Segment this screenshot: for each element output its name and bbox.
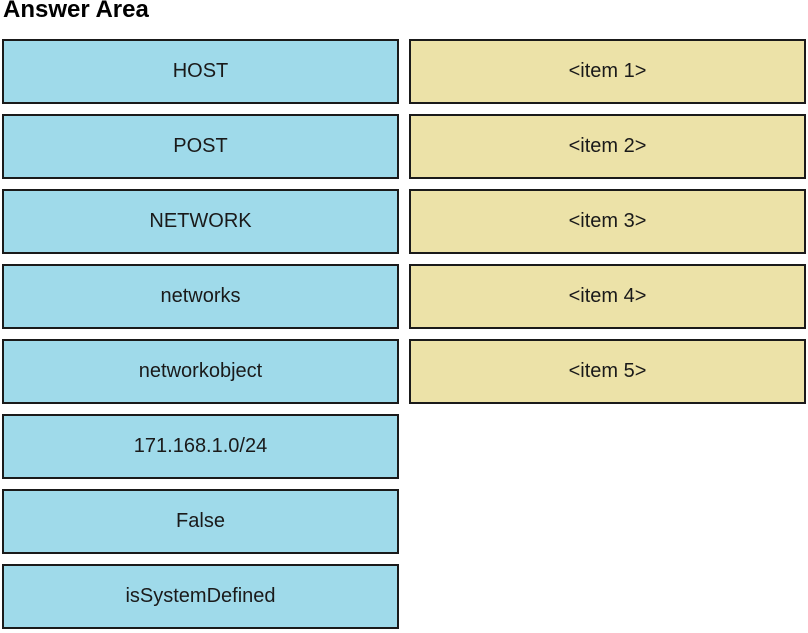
drag-option-host[interactable]: HOST — [2, 39, 399, 104]
drag-option-issystemdefined[interactable]: isSystemDefined — [2, 564, 399, 629]
drag-option-label: False — [176, 510, 225, 532]
drag-option-label: networkobject — [138, 360, 263, 382]
drop-target-item-3[interactable]: <item 3> — [409, 189, 806, 254]
drop-target-item-2[interactable]: <item 2> — [409, 114, 806, 179]
drag-option-label: POST — [173, 135, 228, 157]
drop-target-item-4[interactable]: <item 4> — [409, 264, 806, 329]
drop-target-label: <item 2> — [568, 135, 647, 157]
drag-option-networks[interactable]: networks — [2, 264, 399, 329]
page-title: Answer Area — [3, 0, 149, 23]
drop-target-label: <item 3> — [568, 210, 647, 232]
drag-option-ip-subnet[interactable]: 171.168.1.0/24 — [2, 414, 399, 479]
drop-target-label: <item 5> — [568, 360, 647, 382]
drop-target-label: <item 1> — [568, 60, 647, 82]
drop-target-item-5[interactable]: <item 5> — [409, 339, 806, 404]
drag-option-label: NETWORK — [149, 210, 252, 232]
drag-option-label: isSystemDefined — [125, 585, 276, 607]
drag-option-post[interactable]: POST — [2, 114, 399, 179]
drag-option-label: HOST — [172, 60, 229, 82]
drag-option-network[interactable]: NETWORK — [2, 189, 399, 254]
drag-option-label: networks — [160, 285, 241, 307]
drag-option-false[interactable]: False — [2, 489, 399, 554]
drop-target-label: <item 4> — [568, 285, 647, 307]
drag-option-networkobject[interactable]: networkobject — [2, 339, 399, 404]
drag-option-label: 171.168.1.0/24 — [133, 435, 268, 457]
drag-drop-grid: HOST POST NETWORK networks networkobject… — [2, 39, 806, 629]
drop-target-item-1[interactable]: <item 1> — [409, 39, 806, 104]
